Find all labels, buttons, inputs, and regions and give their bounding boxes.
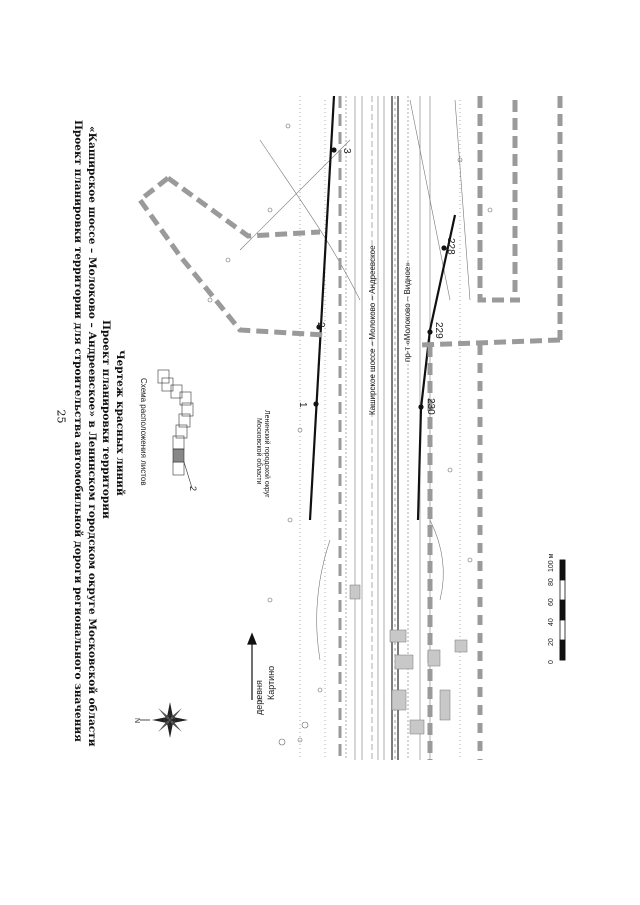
scale-tick-100: 100 м	[548, 553, 555, 572]
scale-tick-60: 60	[548, 598, 555, 606]
village-label-line1: деревня	[254, 680, 264, 715]
district-label-line2: Московской области	[255, 418, 262, 485]
zone-boundary	[136, 96, 563, 760]
point-label-1: 1	[297, 402, 308, 408]
point-marker-230	[418, 404, 424, 410]
compass-north-letter: N	[133, 718, 140, 724]
red-line-north	[308, 95, 336, 521]
point-label-230: 230	[425, 398, 436, 415]
point-marker-229	[427, 329, 433, 335]
point-marker-3	[331, 147, 337, 153]
sheet-scheme-title: Схема расположения листов	[139, 378, 148, 486]
road-label-main: Каширское шоссе – Молоково – Андреевское	[368, 245, 377, 415]
scale-bar	[559, 559, 566, 661]
compass-rose	[140, 702, 188, 738]
scale-tick-40: 40	[548, 618, 555, 626]
point-label-3: 3	[341, 148, 352, 154]
point-marker-228	[441, 245, 447, 251]
district-label-line1: Ленинский городской округ	[263, 410, 270, 498]
point-label-228: 228	[445, 238, 456, 255]
scale-tick-20: 20	[548, 638, 555, 646]
road-main	[391, 96, 399, 760]
sheet-scheme	[157, 369, 194, 489]
sheet-scheme-current: 2	[188, 486, 198, 492]
road-label-branch: пр-т «Молоково – Видное»	[403, 262, 412, 362]
map-symbols	[207, 123, 493, 746]
red-line-south	[416, 214, 457, 521]
scale-tick-0: 0	[548, 660, 555, 664]
building-blocks	[349, 584, 468, 735]
scale-tick-80: 80	[548, 578, 555, 586]
point-label-229: 229	[433, 322, 444, 339]
point-marker-2	[316, 324, 322, 330]
village-arrow	[247, 632, 257, 700]
point-marker-1	[313, 401, 319, 407]
map-background-lines	[239, 96, 471, 760]
village-label-line2: Картино	[266, 665, 276, 700]
point-label-2: 2	[315, 322, 326, 328]
